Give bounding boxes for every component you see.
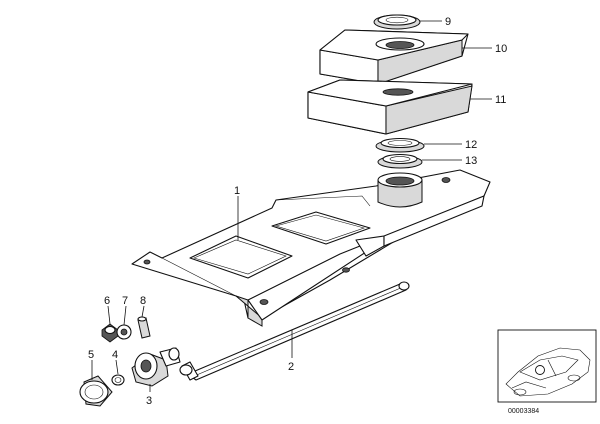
callout-9: 9 bbox=[445, 16, 451, 28]
part-2-shift-rod bbox=[179, 281, 410, 381]
callout-2: 2 bbox=[288, 361, 294, 373]
callout-7: 7 bbox=[122, 295, 128, 307]
callout-1: 1 bbox=[234, 185, 240, 197]
part-4-bushing bbox=[111, 374, 125, 386]
callout-8: 8 bbox=[140, 295, 146, 307]
callout-12: 12 bbox=[465, 139, 477, 151]
image-code: 00003384 bbox=[508, 408, 539, 415]
callout-13: 13 bbox=[465, 155, 477, 167]
part-12-bearing-ring bbox=[375, 137, 425, 153]
callout-11: 11 bbox=[495, 94, 506, 106]
callout-4: 4 bbox=[112, 349, 118, 361]
part-5-sleeve bbox=[79, 375, 113, 407]
vehicle-inset: 00003384 bbox=[497, 329, 597, 415]
leader-lines bbox=[91, 20, 492, 392]
part-1-console-plate bbox=[131, 169, 491, 327]
location-marker-icon bbox=[535, 365, 545, 375]
car-outline-icon bbox=[505, 347, 591, 397]
part-9-seal-ring bbox=[373, 14, 421, 30]
part-8-pin bbox=[137, 316, 151, 339]
callout-10: 10 bbox=[495, 43, 507, 55]
part-10-upper-block bbox=[319, 29, 469, 85]
part-7-washer bbox=[116, 324, 132, 340]
part-3-coupling bbox=[131, 347, 181, 387]
callout-3: 3 bbox=[146, 395, 152, 407]
callout-6: 6 bbox=[104, 295, 110, 307]
part-6-nut bbox=[101, 323, 119, 343]
part-13-ring bbox=[377, 153, 423, 169]
callout-5: 5 bbox=[88, 349, 94, 361]
part-11-lower-block bbox=[307, 79, 473, 135]
